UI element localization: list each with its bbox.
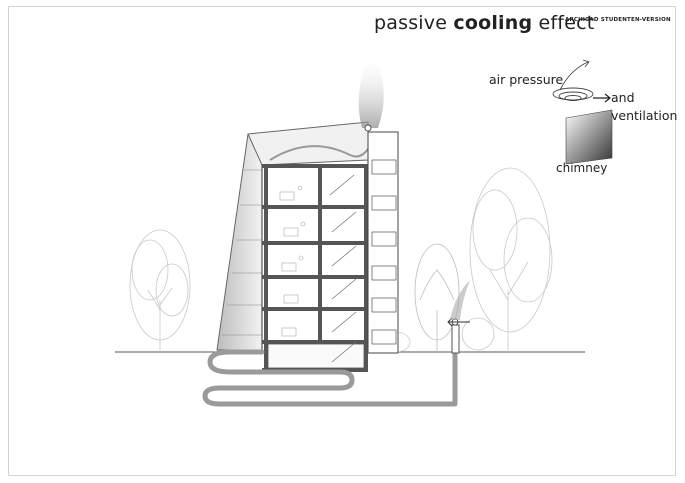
- tree-right-large: [469, 167, 553, 352]
- tree-left: [129, 229, 191, 352]
- roof-air-flow: [269, 145, 369, 161]
- glass-facade: [216, 133, 263, 351]
- swirl-outlet-arrow-icon: [593, 93, 611, 103]
- glass-roof: [247, 121, 369, 166]
- title-suffix: effect: [532, 12, 595, 34]
- columns: [264, 168, 368, 368]
- legend-air-pressure: air pressure: [489, 72, 564, 87]
- chimney-gradient-block: [565, 109, 613, 165]
- balconies: [371, 159, 397, 345]
- basement: [267, 343, 365, 369]
- building-core: [261, 164, 369, 354]
- legend-chimney: chimney: [556, 161, 608, 175]
- air-intake-stack: [451, 324, 460, 354]
- shrub-right: [381, 317, 495, 353]
- legend-and: and: [611, 90, 635, 105]
- roof-turbine-icon: [364, 124, 372, 132]
- facade-mullions: [222, 169, 262, 336]
- staircase: [329, 174, 357, 363]
- archicad-stamp: ARCHICAD STUDENTEN-VERSION: [565, 17, 671, 23]
- diagram-title: passive cooling effect: [374, 12, 594, 34]
- ground-duct: [202, 337, 458, 407]
- tree-right-small: [414, 243, 460, 352]
- interior-details: [279, 185, 306, 337]
- legend-ventilation: ventilation: [611, 108, 678, 123]
- title-prefix: passive: [374, 12, 454, 34]
- intake-plume: [450, 280, 470, 320]
- roof-exhaust-plume: [358, 52, 384, 128]
- swirl-icon: [552, 59, 594, 101]
- title-emphasis: cooling: [453, 12, 533, 34]
